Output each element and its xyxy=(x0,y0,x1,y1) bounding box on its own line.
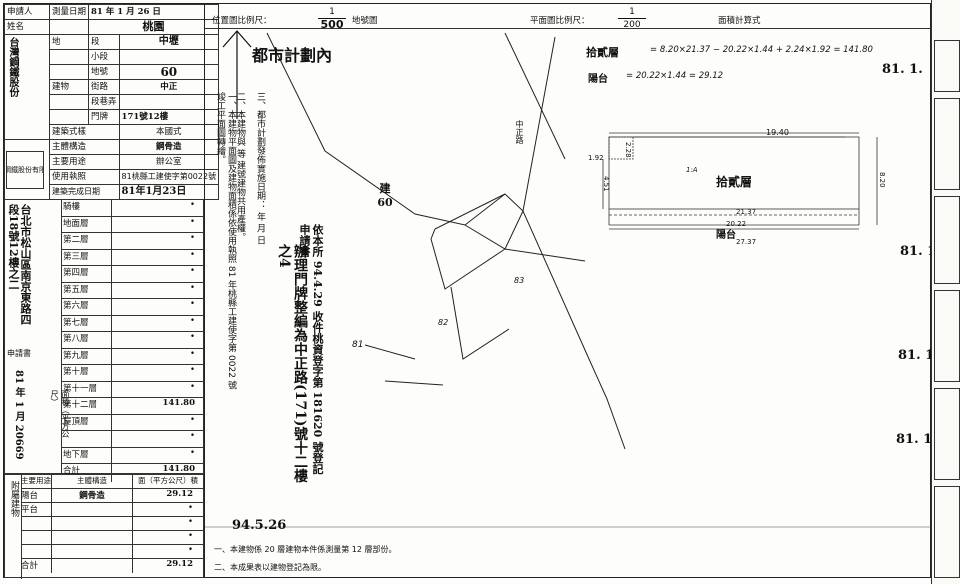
dim-bottom: 27.37 xyxy=(736,238,757,246)
balcony-title: 陽台 xyxy=(716,230,736,241)
floor-row-2: 第二層• xyxy=(61,233,203,250)
main-structure-label: 主體構造 xyxy=(49,139,120,155)
city-value: 桃園 xyxy=(88,19,220,35)
floor-row-13: 屋頂層• xyxy=(61,414,203,431)
floor-area-block: 台北市松山區南京東路四段18號12樓之二 申請書 81 年 1 月 20669 … xyxy=(4,200,204,482)
lot-label: 地號 xyxy=(88,64,120,80)
floor-row-4: 第四層• xyxy=(61,266,203,283)
annex-header: 主要用途 主體構造 面（平方公尺）積 xyxy=(21,475,203,489)
lane-label: 段巷弄 xyxy=(88,94,120,110)
floor-row-14: • xyxy=(61,431,203,448)
note-1: 一、本建物平面圖及建物面積係依使用執照 81 年桃縣工建使字第 0022 號竣工… xyxy=(215,92,236,390)
dim-top: 19.40 xyxy=(766,128,789,137)
dim-left-b: 4.51 xyxy=(602,176,610,192)
formula-balcony-name: 陽台 xyxy=(588,74,608,85)
applicant-label: 申請人 xyxy=(4,4,50,20)
change-date: 94.5.26 xyxy=(232,518,287,533)
adjacent-sheet-edge xyxy=(931,0,960,584)
floor-row-15: 地下層• xyxy=(61,447,203,464)
structure-style-label: 建築式樣 xyxy=(49,124,120,140)
annex-row-2: • xyxy=(21,517,203,531)
urban-plan-label: 都市計劃內 xyxy=(252,46,333,65)
lot-boundaries xyxy=(266,32,626,450)
measure-date-label: 測量日期 xyxy=(48,4,90,20)
registration-table: 申請人 測量日期 81 年 1 月 26 日 姓名 桃園 台灣鋼鐵股份 地 段 … xyxy=(4,4,220,200)
building-label: 建物 xyxy=(48,79,90,95)
land-no-label: 地號圖 xyxy=(352,16,378,26)
north-arrow xyxy=(222,30,252,119)
floor-row-6: 第六層• xyxy=(61,299,203,316)
floor-row-7: 第七層• xyxy=(61,315,203,332)
formula-floor: = 8.20×21.37 − 20.22×1.44 + 2.24×1.92 = … xyxy=(650,45,873,55)
plan-scale: 1 200 xyxy=(618,6,646,31)
owner-stamp: 台灣鋼鐵股份有限公司 xyxy=(6,150,44,189)
annex-row-1: 平台 • xyxy=(21,503,203,517)
plan-scale-label: 平面圖比例尺： xyxy=(530,16,590,26)
annex-row-4: • xyxy=(21,545,203,559)
floor-row-0: 騎樓• xyxy=(61,200,203,217)
formula-balcony: = 20.22×1.44 = 29.12 xyxy=(626,71,724,81)
dim-mid: 21.37 xyxy=(736,208,757,216)
area-calc-label: 面積計算式 xyxy=(718,16,761,26)
floor-plan xyxy=(602,132,878,230)
road-label: 街路 xyxy=(88,79,120,95)
completion-value: 81年1月23日 xyxy=(118,184,220,200)
receipt-note: 依本所 94.4.29 收件桃資登字第 181620 號登記申請書 xyxy=(298,224,324,475)
floor-title: 拾貳層 xyxy=(716,175,753,189)
floor-row-9: 第九層• xyxy=(61,348,203,365)
annex-total-row: 合計 29.12 xyxy=(21,559,193,573)
edge-num-4: 81. 1. xyxy=(896,432,937,447)
footer-note-1: 一、本建物係 20 層建物本件係測量第 12 層部份。 xyxy=(214,545,397,554)
annex-row-3: • xyxy=(21,531,203,545)
main-use-label: 主要用途 xyxy=(49,154,120,170)
floor-row-1: 地面層• xyxy=(61,216,203,233)
app-date-label: 申請書 xyxy=(7,349,31,358)
edge-num-1: 81. 1. xyxy=(882,62,923,77)
annex-side-label: 附屬建物 xyxy=(9,481,19,517)
subsection-label: 小段 xyxy=(88,49,120,65)
footer-note-2: 二、本成果表以建物登記為限。 xyxy=(214,563,326,572)
note-2: 二、本建物與 等 建號建物共用產權。 xyxy=(235,92,245,242)
note-3: 三、都市計劃發佈實施日期： 年 月 日 xyxy=(255,92,265,245)
floor-row-8: 第八層• xyxy=(61,332,203,349)
lot-83-label: 83 xyxy=(514,276,525,285)
name-label: 姓名 xyxy=(4,19,50,35)
floor-row-11: 第十一層• xyxy=(61,381,203,398)
owner-address: 台北市松山區南京東路四段18號12樓之二 xyxy=(7,204,32,325)
annex-table: 附屬建物 主要用途 主體構造 面（平方公尺）積 陽台 鋼骨造 29.12 平台 … xyxy=(4,474,204,579)
floor-rows: 騎樓• 地面層• 第二層• 第三層• 第四層• 第五層• 第六層• 第七層• 第… xyxy=(61,200,203,482)
road-name: 中正路 xyxy=(515,120,524,144)
dim-right: 8.20 xyxy=(878,172,886,188)
document-border xyxy=(3,3,931,578)
location-scale-label: 位置圖比例尺： xyxy=(212,16,272,26)
doorplate-note: 辦理門牌整編為中正路(171)號十二樓之4 xyxy=(276,244,308,483)
edge-num-3: 81. 1 xyxy=(898,348,935,363)
annex-row-0: 陽台 鋼骨造 29.12 xyxy=(21,489,203,503)
formula-floor-name: 拾貳層 xyxy=(586,46,619,59)
measure-date-value: 81 年 1 月 26 日 xyxy=(88,4,220,20)
dim-left-short: 1.92 xyxy=(588,154,604,162)
lot-82-label: 82 xyxy=(438,318,449,327)
edge-num-2: 81. 1 xyxy=(900,244,937,259)
location-scale: 1 500 xyxy=(318,6,346,31)
floor-row-5: 第五層• xyxy=(61,282,203,299)
owner-company: 台灣鋼鐵股份 xyxy=(7,37,18,97)
site-sketch xyxy=(205,30,931,528)
floor-row-3: 第三層• xyxy=(61,249,203,266)
floor-row-10: 第十層• xyxy=(61,365,203,382)
scale-note: 1:A xyxy=(686,166,698,174)
completion-label: 建築完成日期 xyxy=(49,184,120,200)
door-label: 門牌 xyxy=(88,109,120,125)
permit-label: 使用執照 xyxy=(49,169,120,185)
lot-81-label: 81 xyxy=(352,340,364,350)
dim-balcony: 20.22 xyxy=(726,220,747,228)
land-label: 地 xyxy=(48,34,90,50)
dim-left-a: 2.28 xyxy=(624,142,632,158)
section-label: 段 xyxy=(88,34,120,50)
lot-60-label: 建 60 xyxy=(377,182,393,209)
app-date-value: 81 年 1 月 20669 xyxy=(13,370,24,460)
